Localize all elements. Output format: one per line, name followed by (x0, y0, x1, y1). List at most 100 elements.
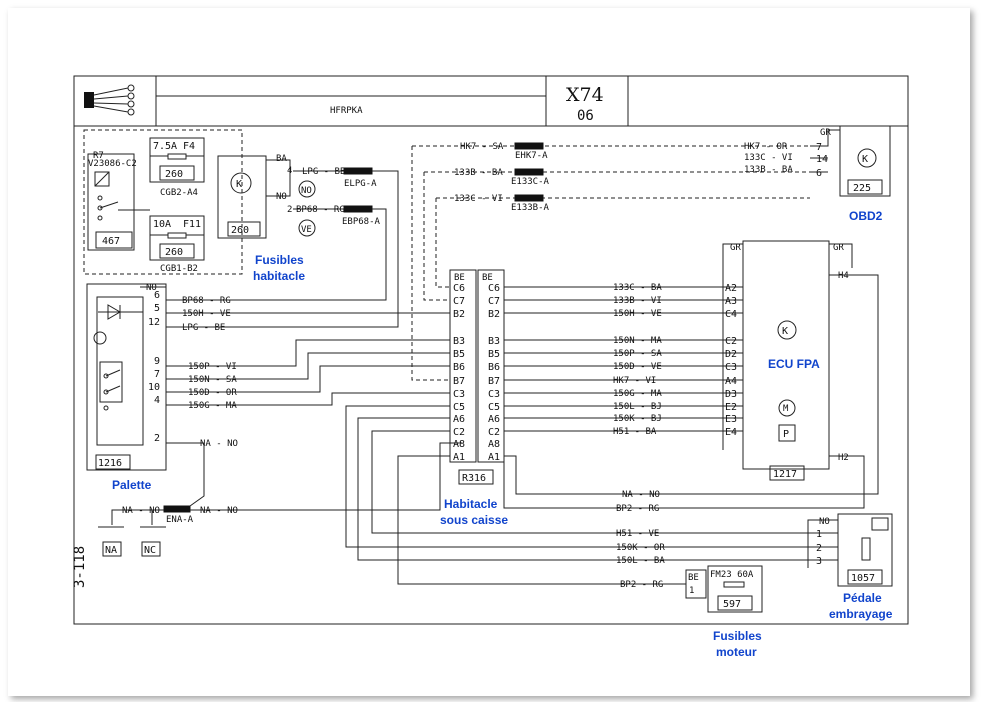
svg-text:FM23 60A: FM23 60A (710, 570, 754, 580)
relay-coil-icon (94, 171, 110, 187)
r316-left-pin: A8 (453, 439, 465, 450)
lamp-icon (93, 331, 107, 345)
svg-text:NA - NO: NA - NO (622, 490, 660, 500)
unit-260 (217, 155, 267, 239)
r316-left-pin: B6 (453, 362, 465, 373)
wire (166, 352, 450, 380)
r316-right-pin: B2 (488, 309, 500, 320)
wire (166, 339, 450, 367)
svg-text:NA: NA (105, 545, 117, 556)
module-symbol-icon (777, 320, 797, 340)
ecu-pin: A3 (725, 296, 737, 307)
obd2-connector (839, 125, 891, 197)
palette-pin: 5 (154, 303, 160, 314)
svg-text:NO: NO (819, 517, 830, 527)
wire-label: 150N - SA (188, 375, 237, 385)
ecu-pin: A2 (725, 283, 737, 294)
label-pedale-1: Pédale (843, 591, 882, 605)
r316-right-pin: A6 (488, 414, 500, 425)
ref-r316: R316 (462, 473, 486, 484)
svg-text:H4: H4 (838, 271, 849, 281)
pedale-embrayage (837, 513, 893, 587)
svg-text:260: 260 (165, 247, 183, 258)
svg-text:BE: BE (688, 573, 699, 583)
r316-left-pin: B2 (453, 309, 465, 320)
svg-text:BA: BA (276, 154, 287, 164)
connector-r316-left (449, 269, 477, 463)
label-obd2: OBD2 (849, 209, 883, 223)
ecu-pin: C3 (725, 362, 737, 373)
r316-right-pin: B7 (488, 376, 500, 387)
wire (166, 392, 450, 406)
svg-text:ENA-A: ENA-A (166, 515, 194, 525)
r316-right-pin: C3 (488, 389, 500, 400)
palette-pin: 7 (154, 369, 160, 380)
wire (345, 405, 808, 548)
ecu-pin: C4 (725, 309, 737, 320)
ecu-pin: E4 (725, 427, 737, 438)
wire-label: LPG - BE (182, 323, 225, 333)
svg-text:133C - VI: 133C - VI (744, 153, 793, 163)
r316-right-pin: B6 (488, 362, 500, 373)
r316-right-pin: A8 (488, 439, 500, 450)
fuse-f11 (149, 215, 205, 261)
header-sub: 06 (577, 108, 594, 124)
svg-text:EBP68-A: EBP68-A (342, 217, 381, 227)
svg-text:LPG - BE: LPG - BE (302, 167, 345, 177)
svg-text:E133B-A: E133B-A (511, 203, 550, 213)
wire-label: 150N - MA (613, 336, 662, 346)
pedale-pin: 1 (816, 529, 822, 540)
svg-text:BP68 - RG: BP68 - RG (296, 205, 345, 215)
wire (166, 365, 450, 393)
palette-pin: 4 (154, 395, 160, 406)
svg-text:P: P (783, 429, 789, 440)
wire-label: HK7 - VI (613, 376, 656, 386)
wire (371, 430, 808, 534)
svg-text:10A: 10A (153, 219, 171, 230)
r316-right-pin: B5 (488, 349, 500, 360)
svg-text:BE: BE (454, 273, 465, 283)
palette-pin: 9 (154, 356, 160, 367)
svg-text:BP2 - RG: BP2 - RG (616, 504, 659, 514)
palette-unit (86, 283, 167, 471)
module-symbol-icon (230, 172, 252, 194)
svg-text:HK7 - OR: HK7 - OR (744, 142, 788, 152)
page-ref: 3-118 (72, 546, 88, 588)
wire-label: 133B - VI (613, 296, 662, 306)
ecu-pin: C2 (725, 336, 737, 347)
wire-label: BP68 - RG (182, 296, 231, 306)
label-pedale-2: embrayage (829, 607, 893, 621)
obd-pin: 6 (816, 168, 822, 179)
obd-pin: 7 (816, 142, 822, 153)
svg-text:133C - VI: 133C - VI (454, 194, 503, 204)
label-fusibles-habitacle-1: Fusibles (255, 253, 304, 267)
svg-text:E133C-A: E133C-A (511, 177, 550, 187)
pedale-pin: 2 (816, 543, 822, 554)
r316-left-pin: A6 (453, 414, 465, 425)
parking-icon (778, 424, 796, 442)
label-palette: Palette (112, 478, 152, 492)
palette-pin: 10 (148, 382, 160, 393)
svg-text:CGB2-A4: CGB2-A4 (160, 188, 198, 198)
svg-text:1: 1 (689, 586, 694, 596)
wire-label: 150H - VE (613, 309, 662, 319)
ref-467: 467 (102, 236, 120, 247)
wire-label: 150G - MA (188, 401, 237, 411)
svg-text:CGB1-B2: CGB1-B2 (160, 264, 198, 274)
ref-597: 597 (723, 599, 741, 610)
label-habitacle-2: sous caisse (440, 513, 508, 527)
module-symbol-icon (857, 148, 877, 168)
r316-left-pin: C5 (453, 402, 465, 413)
ref-1057: 1057 (851, 573, 875, 584)
wire-label: 133C - BA (613, 283, 662, 293)
ecu-pin: E3 (725, 414, 737, 425)
r316-right-pin: A1 (488, 452, 500, 463)
svg-text:K: K (862, 154, 868, 165)
ref-1217: 1217 (773, 469, 797, 480)
r316-left-pin: B3 (453, 336, 465, 347)
svg-text:7.5A: 7.5A (153, 141, 177, 152)
wire-label: 150P - VI (188, 362, 237, 372)
connector-icon (84, 84, 135, 116)
r316-right-pin: C6 (488, 283, 500, 294)
